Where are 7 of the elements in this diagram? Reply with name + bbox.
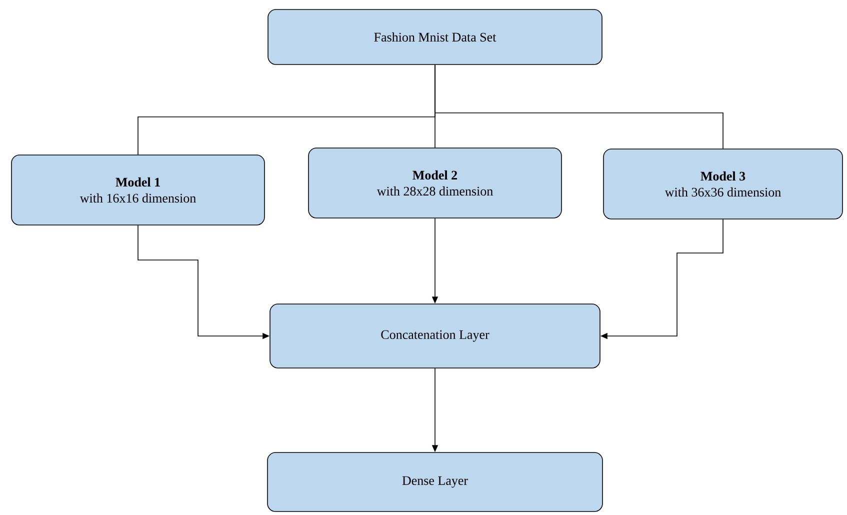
- connector: [434, 64, 724, 149]
- model-box: Model 1 with 16x16 dimension: [11, 154, 265, 226]
- model-box: Model 3 with 36x36 dimension: [603, 148, 843, 220]
- layer-box: Concatenation Layer: [270, 304, 600, 368]
- layer-box: Dense Layer: [267, 452, 603, 512]
- dataset-box: Fashion Mnist Data Set: [268, 9, 602, 65]
- model-box: Model 2 with 28x28 dimension: [308, 148, 562, 218]
